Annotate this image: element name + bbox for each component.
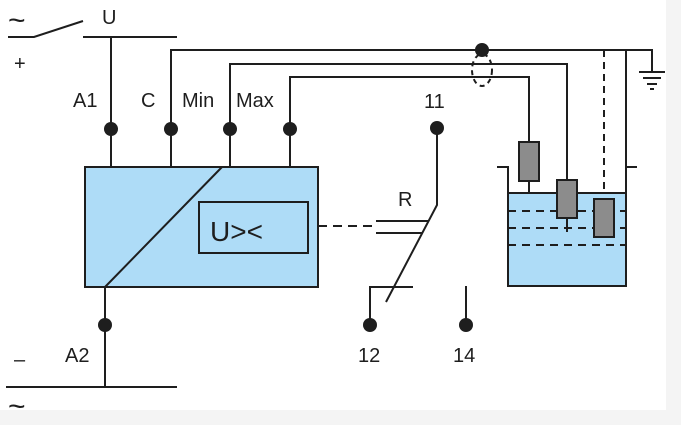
terminal-a1 [104,122,118,136]
relay-contact-arm [385,128,438,303]
function-label: U>< [210,216,263,247]
junction-dot [475,43,489,57]
max-label: Max [236,90,274,112]
shield-ellipse [471,53,493,87]
minus-label: – [14,349,26,371]
module-diagonal [104,166,223,288]
terminal-max [283,122,297,136]
terminal-12-label: 12 [358,345,380,367]
probe-reference [593,198,615,238]
a1-label: A1 [73,90,97,112]
min-label: Min [182,90,214,112]
probe-min [556,179,578,219]
probe-max [518,141,540,182]
contact-12 [369,286,413,325]
terminal-11-label: 11 [424,91,445,113]
wire-c [170,49,653,167]
function-box [198,201,309,254]
relay-label: R [398,189,412,211]
tank [497,166,637,287]
ac-symbol-bottom: ~ [8,390,26,423]
relay-module [84,166,319,288]
terminal-14-label: 14 [453,345,475,367]
terminal-min [223,122,237,136]
a2-label: A2 [65,345,89,367]
supply-switch [8,20,84,38]
supply-label: U [102,7,116,29]
ac-symbol-top: ~ [8,4,26,37]
terminal-c [164,122,178,136]
ground-icon [639,71,665,90]
relay-actuator [376,220,428,234]
plus-label: + [14,53,26,75]
wire-min [229,63,568,180]
c-label: C [141,90,155,112]
